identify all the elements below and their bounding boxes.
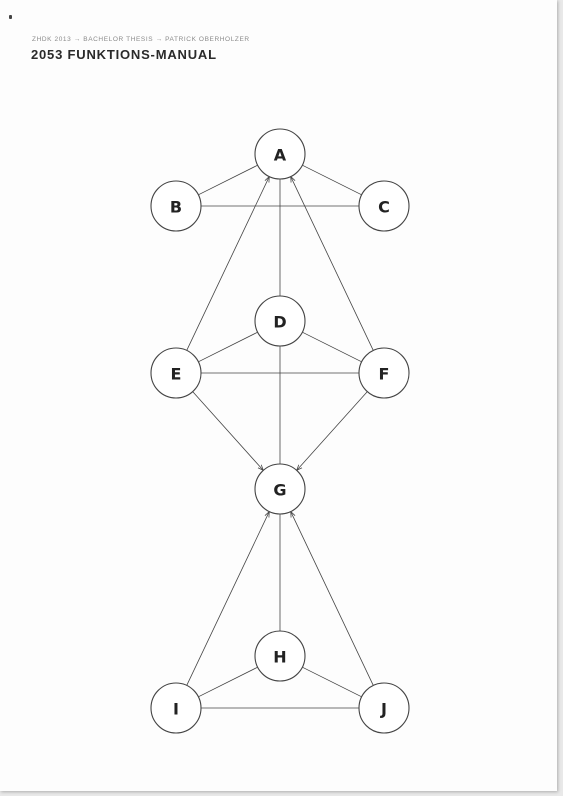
- edge-e-a: [186, 177, 270, 351]
- edge-j-g: [291, 512, 374, 686]
- node-label: J: [380, 700, 387, 719]
- node-circle: [254, 463, 306, 515]
- node-circle: [254, 128, 306, 180]
- node-g: G: [254, 463, 306, 515]
- node-b: B: [150, 180, 202, 232]
- ink-speck: [9, 15, 12, 19]
- edge-d-f: [302, 331, 362, 363]
- node-circle: [358, 347, 410, 399]
- node-circle: [150, 180, 202, 232]
- edge-layer: [186, 164, 374, 709]
- node-layer: A B C D E F G H I J: [150, 128, 410, 734]
- node-circle: [254, 295, 306, 347]
- edge-h-i: [198, 666, 258, 698]
- node-label: B: [170, 198, 182, 217]
- node-label: C: [378, 198, 390, 217]
- edge-i-g: [186, 512, 270, 686]
- node-j: J: [358, 682, 410, 734]
- edge-b-a: [198, 164, 258, 196]
- edge-c-a: [302, 164, 362, 196]
- edge-d-e: [198, 331, 258, 363]
- node-circle: [150, 347, 202, 399]
- node-label: A: [274, 146, 287, 165]
- edge-f-a: [291, 177, 374, 351]
- node-circle: [358, 682, 410, 734]
- node-circle: [254, 630, 306, 682]
- page-title: 2053 FUNKTIONS-MANUAL: [31, 47, 217, 62]
- node-label: D: [273, 313, 286, 332]
- node-label: I: [173, 700, 179, 719]
- edge-h-j: [302, 666, 362, 698]
- node-h: H: [254, 630, 306, 682]
- node-label: E: [171, 365, 182, 384]
- node-circle: [358, 180, 410, 232]
- node-label: F: [379, 365, 390, 384]
- node-c: C: [358, 180, 410, 232]
- node-a: A: [254, 128, 306, 180]
- edge-f-g: [297, 391, 368, 471]
- node-label: G: [273, 481, 286, 500]
- node-e: E: [150, 347, 202, 399]
- node-label: H: [273, 648, 286, 667]
- node-i: I: [150, 682, 202, 734]
- breadcrumb: ZHDK 2013 → BACHELOR THESIS → PATRICK OB…: [32, 36, 250, 43]
- node-d: D: [254, 295, 306, 347]
- node-f: F: [358, 347, 410, 399]
- node-circle: [150, 682, 202, 734]
- edge-e-g: [192, 391, 264, 471]
